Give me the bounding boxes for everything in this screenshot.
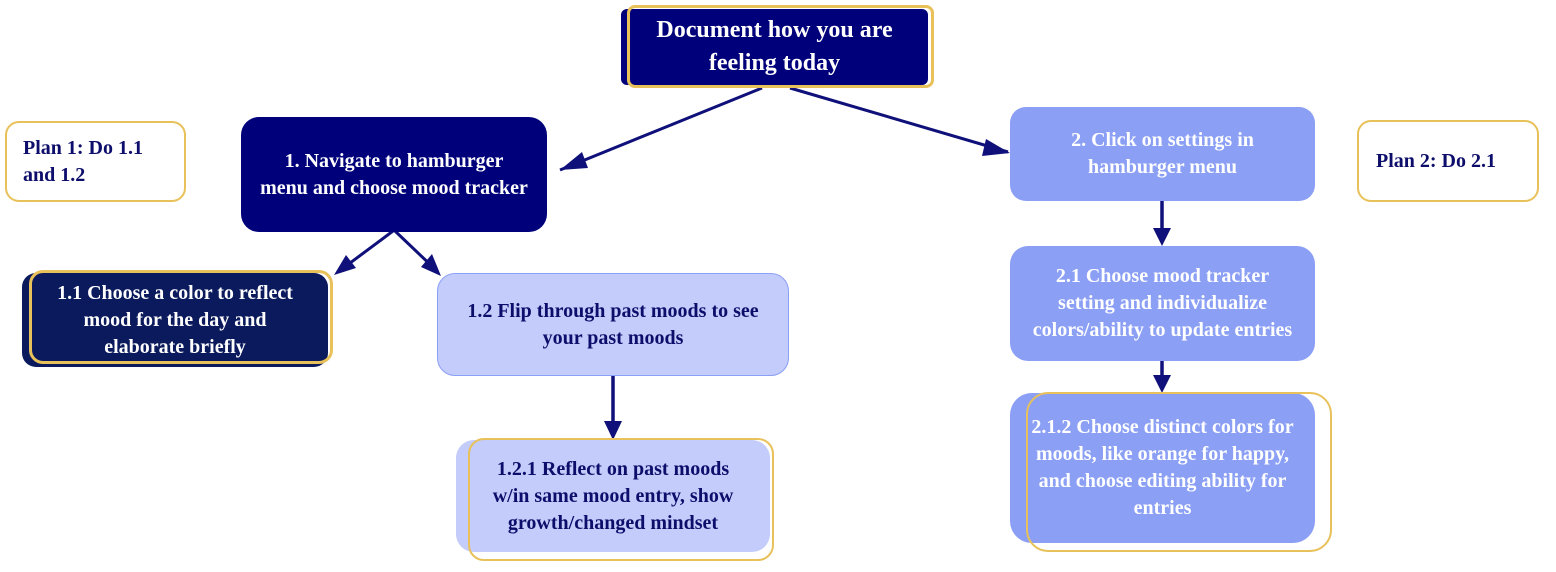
step1-node-label: 1. Navigate to hamburger menu and choose… [260, 149, 528, 199]
root-node: Document how you are feeling today [621, 9, 928, 85]
arrowhead-step2 [982, 139, 1010, 156]
step1-2-node-label: 1.2 Flip through past moods to see your … [467, 299, 759, 349]
step2-1-node: 2.1 Choose mood tracker setting and indi… [1010, 246, 1315, 361]
arrowhead-2-1-2 [1153, 375, 1171, 393]
step2-1-2-node: 2.1.2 Choose distinct colors for moods, … [1010, 393, 1315, 543]
plan1-label: Plan 1: Do 1.1 and 1.2 [23, 136, 143, 186]
edge-root-to-step2 [789, 86, 1009, 154]
arrowhead-step1 [560, 152, 588, 170]
step2-node-label: 2. Click on settings in hamburger menu [1071, 129, 1254, 178]
step2-node: 2. Click on settings in hamburger menu [1010, 107, 1315, 201]
step1-2-1-node-label: 1.2.1 Reflect on past moods w/in same mo… [492, 457, 734, 534]
step2-1-2-node-label: 2.1.2 Choose distinct colors for moods, … [1031, 416, 1294, 519]
arrowhead-2-1 [1153, 228, 1171, 246]
step1-2-node: 1.2 Flip through past moods to see your … [437, 273, 789, 376]
plan2-label: Plan 2: Do 2.1 [1376, 149, 1496, 172]
step1-1-node: 1.1 Choose a color to reflect mood for t… [22, 273, 328, 367]
root-node-label: Document how you are feeling today [656, 17, 893, 76]
edge-root-to-step1 [559, 86, 763, 172]
plan1-box: Plan 1: Do 1.1 and 1.2 [5, 121, 186, 202]
arrowhead-1-2 [421, 254, 441, 276]
arrowhead-1-1 [334, 255, 356, 275]
plan2-box: Plan 2: Do 2.1 [1357, 120, 1539, 202]
step1-1-node-label: 1.1 Choose a color to reflect mood for t… [57, 281, 293, 358]
step1-2-1-node: 1.2.1 Reflect on past moods w/in same mo… [456, 440, 770, 552]
arrowhead-1-2-1 [604, 421, 622, 440]
step2-1-node-label: 2.1 Choose mood tracker setting and indi… [1032, 265, 1293, 341]
step1-node: 1. Navigate to hamburger menu and choose… [241, 117, 547, 232]
